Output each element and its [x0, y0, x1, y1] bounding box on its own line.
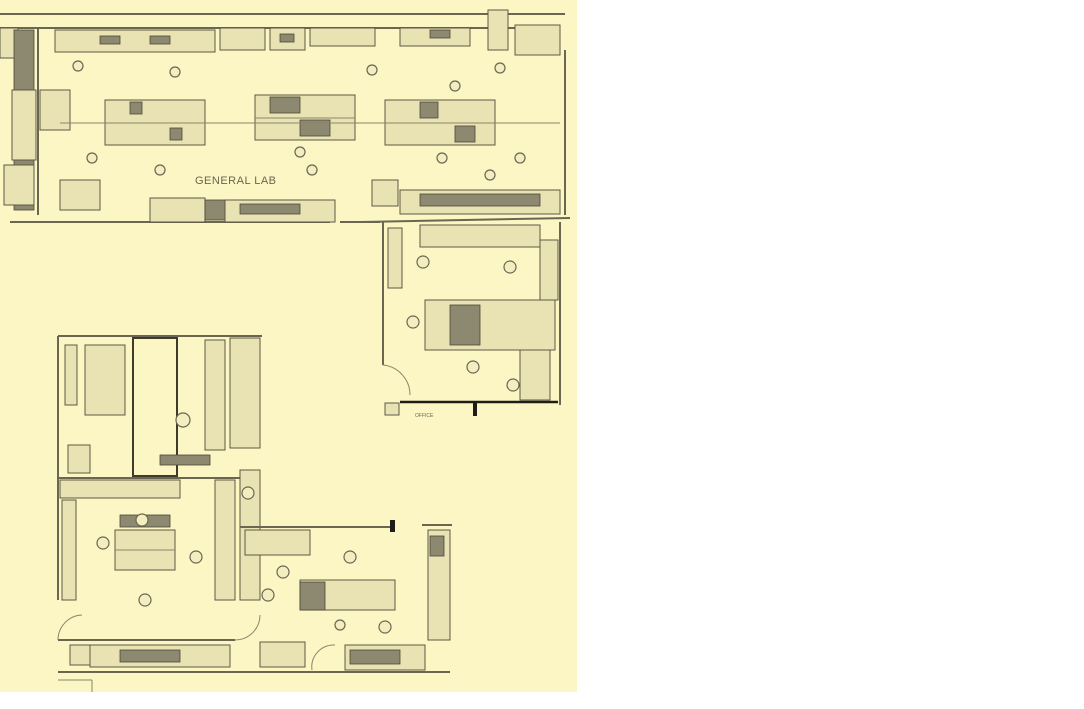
general-lab-walls — [0, 9, 571, 223]
right-room — [382, 222, 561, 416]
left-storage — [0, 27, 101, 211]
lower-left-rooms — [57, 335, 262, 607]
island-benches — [60, 94, 560, 146]
general-lab-bottom-benches — [149, 179, 561, 223]
general-lab-label: GENERAL LAB — [195, 175, 277, 187]
floor-plan-drawing: GENERAL LAB OFFICE — [0, 9, 571, 692]
chairs — [72, 60, 526, 181]
office-label: OFFICE — [415, 413, 434, 419]
bottom-benches — [57, 614, 450, 692]
lower-right-room — [240, 520, 452, 641]
floor-plan: GENERAL LAB OFFICE — [0, 0, 577, 692]
top-benches — [54, 27, 471, 53]
